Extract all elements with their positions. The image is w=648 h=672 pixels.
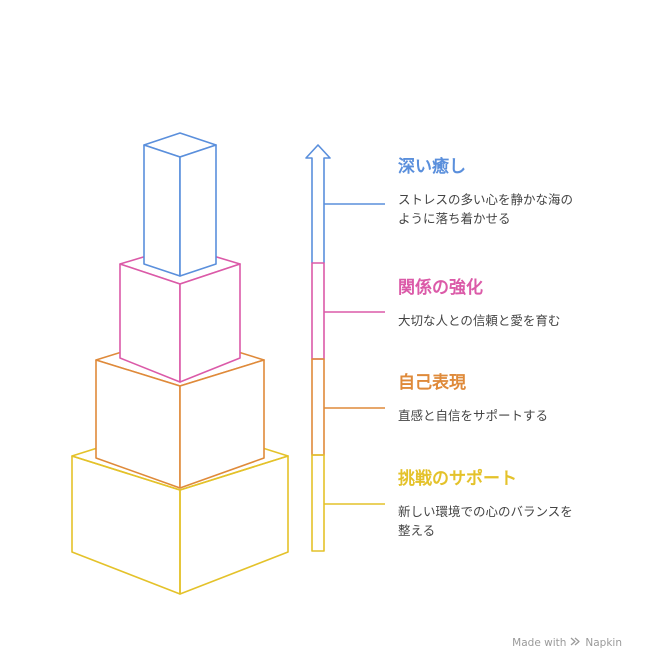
- level-title: 自己表現: [398, 373, 466, 393]
- napkin-logo-icon: [570, 636, 581, 650]
- level-description: 直感と自信をサポートする: [398, 408, 549, 423]
- napkin-watermark[interactable]: Made with Napkin: [512, 636, 622, 650]
- level-challenge-support: 挑戦のサポート 新しい環境での心のバランスを整える: [398, 468, 578, 540]
- arrow-segment-blue: [305, 144, 331, 263]
- watermark-prefix: Made with: [512, 637, 567, 649]
- level-deep-healing: 深い癒し ストレスの多い心を静かな海のように落ち着かせる: [398, 156, 578, 228]
- level-title: 挑戦のサポート: [398, 469, 517, 489]
- progress-arrow: [305, 144, 331, 552]
- level-description: 大切な人との信頼と愛を育む: [398, 313, 561, 328]
- level-relationship: 関係の強化 大切な人との信頼と愛を育む: [398, 277, 578, 330]
- level-description: ストレスの多い心を静かな海のように落ち着かせる: [398, 192, 574, 226]
- level-title: 関係の強化: [398, 278, 483, 298]
- watermark-brand: Napkin: [585, 637, 622, 649]
- arrow-segment-yellow: [311, 454, 325, 552]
- arrow-segment-orange: [311, 358, 325, 456]
- block-deep-healing: [143, 132, 217, 277]
- level-description: 新しい環境での心のバランスを整える: [398, 504, 573, 538]
- level-self-expression: 自己表現 直感と自信をサポートする: [398, 372, 578, 425]
- arrow-segment-pink: [311, 262, 325, 360]
- level-title: 深い癒し: [398, 157, 466, 177]
